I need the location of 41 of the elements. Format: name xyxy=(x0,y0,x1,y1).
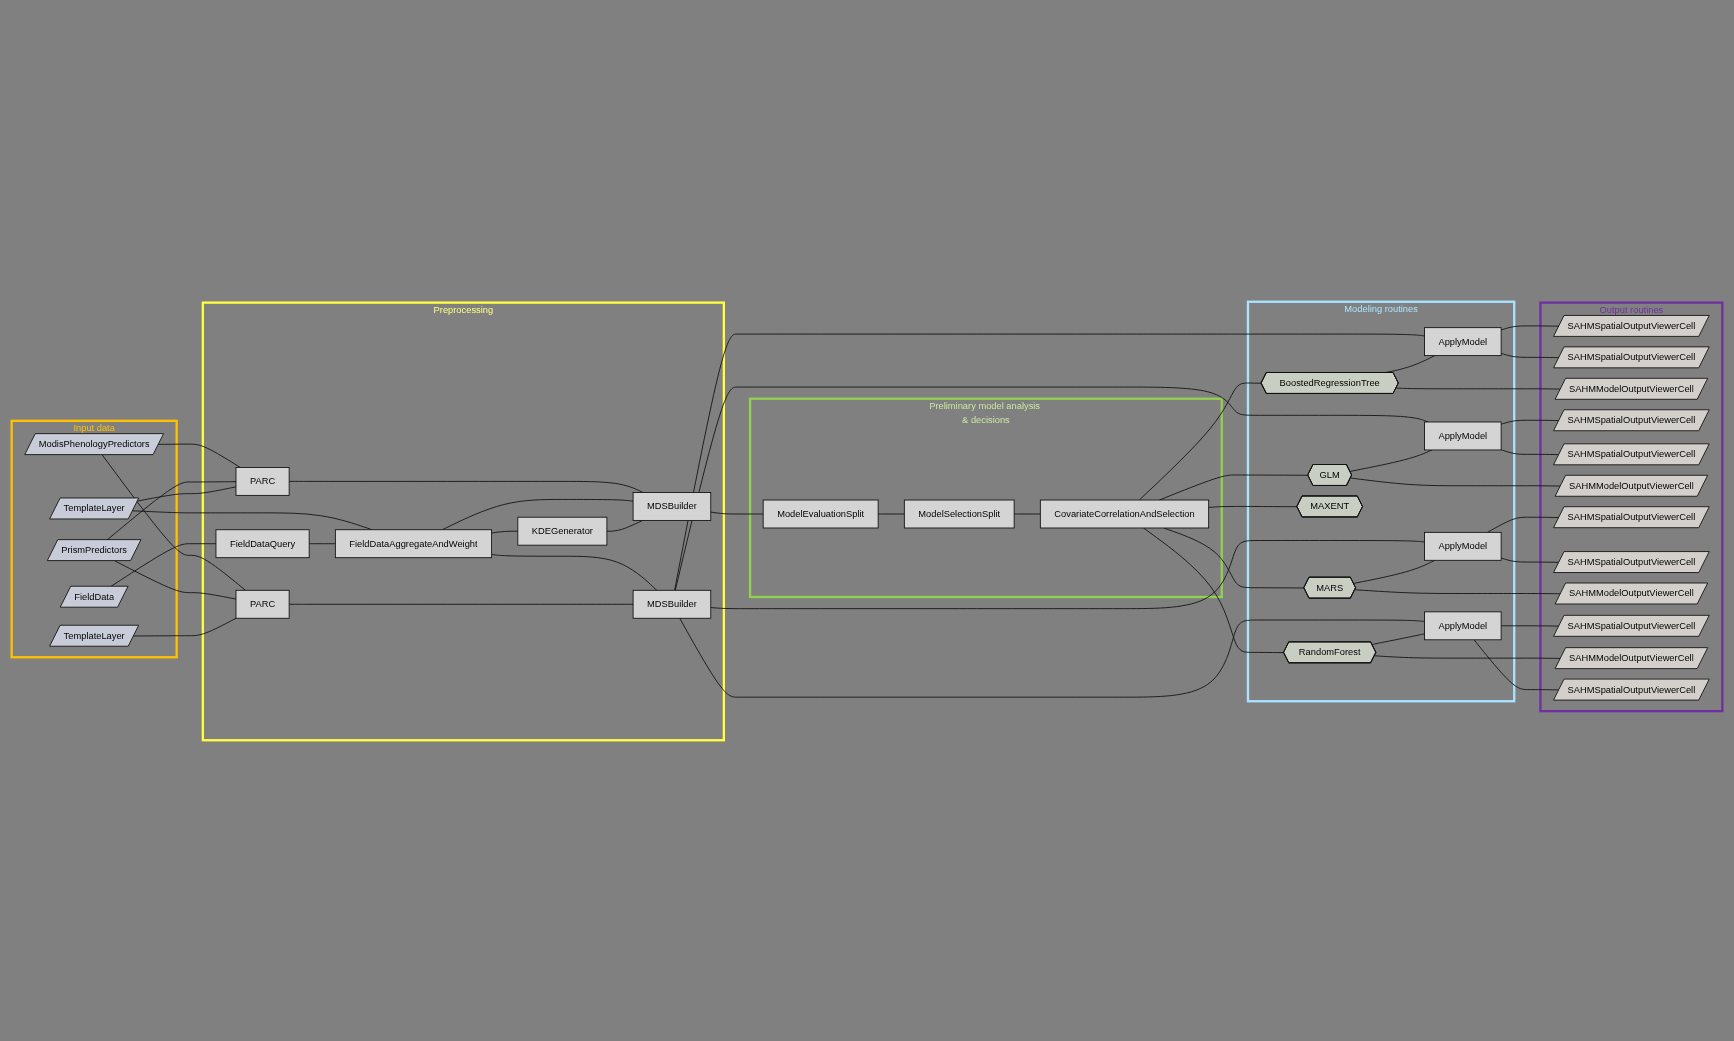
connector xyxy=(1500,624,1560,627)
connector xyxy=(1208,505,1298,508)
connector xyxy=(1163,527,1305,588)
connector xyxy=(1500,324,1560,330)
connector xyxy=(1353,559,1436,584)
node-box: ModelEvaluationSplit xyxy=(762,499,879,528)
node-box: MDSBuilder xyxy=(632,491,712,521)
connector xyxy=(491,553,658,591)
connector xyxy=(1500,557,1560,563)
connector xyxy=(491,530,519,533)
node-box: FieldDataAggregateAndWeight xyxy=(334,528,493,558)
connector xyxy=(101,453,246,591)
node-box: ApplyModel xyxy=(1424,421,1502,450)
connector xyxy=(606,519,644,532)
connector xyxy=(114,559,237,600)
connector xyxy=(1371,632,1425,645)
connector xyxy=(1013,513,1041,514)
connector xyxy=(877,513,905,514)
connector xyxy=(710,511,764,514)
connector xyxy=(1349,449,1433,472)
node-box: CovariateCorrelationAndSelection xyxy=(1039,499,1210,528)
node-box: ModelSelectionSplit xyxy=(903,499,1015,528)
connector xyxy=(679,617,1425,698)
connector xyxy=(106,480,237,540)
node-box: KDEGenerator xyxy=(517,516,608,546)
connector xyxy=(1473,638,1560,690)
connector xyxy=(288,603,634,605)
node-box: PARC xyxy=(235,589,290,619)
connector xyxy=(710,539,1425,609)
connector xyxy=(1138,382,1262,500)
node-box: FieldDataQuery xyxy=(215,528,310,558)
connector xyxy=(137,485,237,501)
connector xyxy=(1143,527,1285,653)
connector xyxy=(308,542,336,544)
node-box: MDSBuilder xyxy=(632,589,712,619)
connector xyxy=(674,333,1425,591)
node-box: ApplyModel xyxy=(1424,531,1502,561)
node-box: ApplyModel xyxy=(1424,326,1502,356)
node-box: ApplyModel xyxy=(1424,610,1502,640)
node-box: PARC xyxy=(235,466,290,496)
connector xyxy=(133,617,237,636)
